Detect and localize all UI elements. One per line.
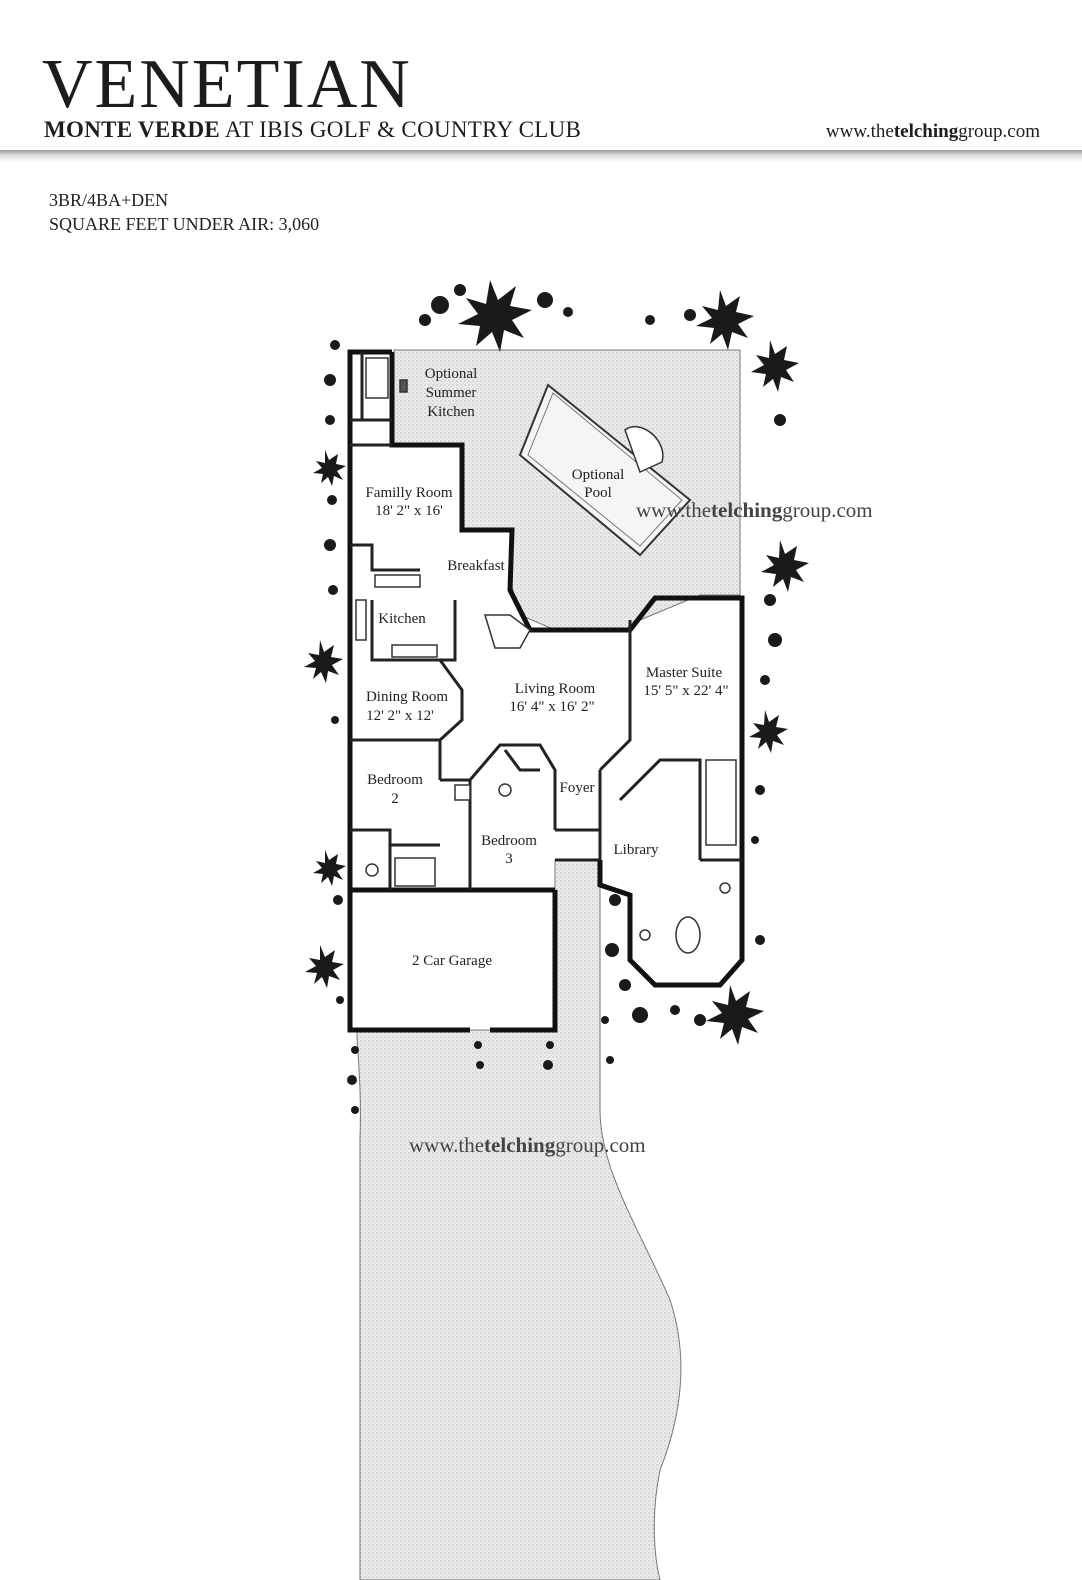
summer-kitchen-label-1: Optional (425, 366, 478, 382)
bedroom-2-number: 2 (391, 791, 399, 807)
community-club: AT IBIS GOLF & COUNTRY CLUB (220, 117, 582, 142)
dining-room-label: Dining Room (366, 689, 448, 705)
bedroom-3-label: Bedroom (481, 833, 537, 849)
summer-kitchen-label-3: Kitchen (427, 404, 475, 420)
foyer-label: Foyer (560, 780, 595, 796)
specs-block: 3BR/4BA+DEN SQUARE FEET UNDER AIR: 3,060 (49, 188, 319, 236)
living-room-label: Living Room (515, 681, 596, 697)
master-suite-size: 15' 5" x 22' 4" (643, 683, 728, 699)
website-suffix: group.com (958, 121, 1040, 142)
pool-label-2: Pool (584, 485, 612, 501)
watermark-lower: www.thetelchinggroup.com (409, 1133, 646, 1158)
driveway (356, 859, 682, 1580)
living-room-size: 16' 4" x 16' 2" (509, 699, 594, 715)
community-subtitle: MONTE VERDE AT IBIS GOLF & COUNTRY CLUB (44, 117, 581, 143)
watermark-upper: www.thetelchinggroup.com (636, 498, 873, 523)
website-bold: telching (893, 121, 959, 142)
bedroom-3-number: 3 (505, 851, 513, 867)
watermark-upper-suffix: group.com (782, 498, 873, 522)
kitchen-label: Kitchen (378, 611, 426, 627)
bedroom-2-label: Bedroom (367, 772, 423, 788)
watermark-upper-prefix: www.the (636, 498, 712, 522)
summer-kitchen-label-2: Summer (426, 385, 477, 401)
website-prefix: www.the (825, 121, 894, 142)
watermark-lower-bold: telching (484, 1133, 556, 1157)
square-feet: SQUARE FEET UNDER AIR: 3,060 (49, 214, 320, 234)
watermark-lower-prefix: www.the (409, 1133, 485, 1157)
floor-plan: Optional Summer Kitchen Optional Pool Fa… (304, 280, 809, 1580)
pool (518, 383, 692, 557)
beds-baths: 3BR/4BA+DEN (49, 190, 169, 210)
watermark-lower-suffix: group.com (555, 1133, 646, 1157)
master-suite-label: Master Suite (646, 665, 723, 681)
landscaping (304, 280, 809, 1114)
model-title: VENETIAN (42, 46, 412, 123)
pool-label-1: Optional (572, 467, 625, 483)
dining-room-size: 12' 2" x 12' (366, 708, 434, 724)
garage-label: 2 Car Garage (412, 953, 492, 969)
header-divider (0, 150, 1082, 162)
library-label: Library (614, 842, 659, 858)
fixtures (355, 357, 737, 954)
breakfast-label: Breakfast (447, 558, 505, 574)
community-name: MONTE VERDE (44, 117, 221, 142)
page-header: VENETIAN MONTE VERDE AT IBIS GOLF & COUN… (0, 0, 1082, 150)
header-website-link[interactable]: www.thetelchinggroup.com (826, 121, 1040, 143)
watermark-upper-bold: telching (711, 498, 783, 522)
family-room-label: Familly Room (365, 485, 452, 501)
exterior-walls (347, 349, 745, 1033)
family-room-size: 18' 2" x 16' (375, 503, 443, 519)
interior-walls (350, 352, 742, 890)
